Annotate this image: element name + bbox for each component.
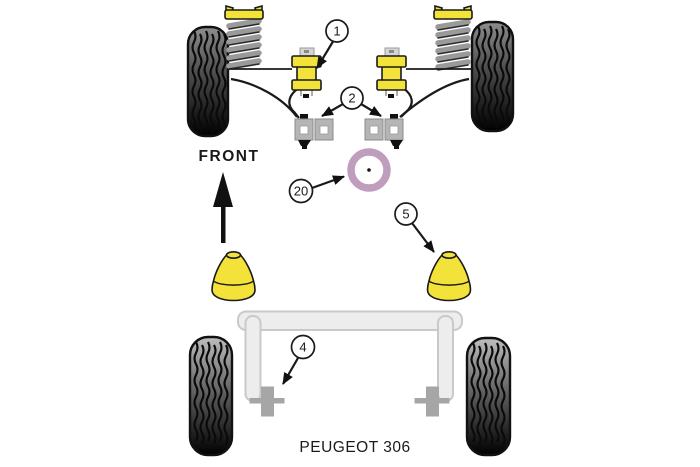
tire-rear-right [465,336,512,457]
callout-20-label: 20 [294,184,308,199]
tire-rear-left [188,335,234,457]
dust-cone-bushing-right [426,251,472,302]
callout-4-label: 4 [299,340,306,355]
callout-2: 2 [321,86,382,117]
callout-4: 4 [282,334,316,385]
callout-5: 5 [394,202,435,253]
engine-mount-bushing-left [291,47,322,98]
subframe-bracket-left [294,114,334,149]
engine-mount-bushing-right [376,47,407,98]
callout-5-label: 5 [402,207,409,222]
spring-top-mount-left [224,4,264,20]
link-fitting-right [414,386,450,417]
anti-roll-bar [237,310,463,402]
dust-cone-bushing-left [211,251,256,302]
subframe-bracket-right [364,114,404,149]
tire-front-right [470,20,515,133]
tire-front-left [186,25,230,138]
ring-bushing [347,148,391,192]
coil-spring-right [435,19,471,71]
link-fitting-left [249,386,285,417]
model-label: PEUGEOT 306 [299,439,410,456]
coil-spring-left [226,18,262,70]
spring-top-mount-right [433,4,473,20]
callout-1-label: 1 [333,24,340,39]
callout-1: 1 [316,19,349,69]
front-direction-arrow [213,172,233,243]
callout-20: 20 [288,175,345,204]
front-label: FRONT [199,148,260,165]
callout-2-label: 2 [348,91,355,106]
